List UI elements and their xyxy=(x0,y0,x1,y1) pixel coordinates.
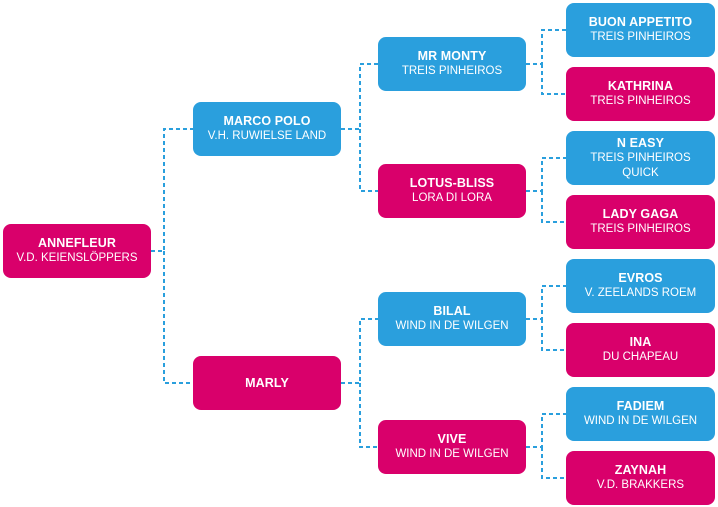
sire-dam-node: LOTUS-BLISS LORA DI LORA xyxy=(378,164,526,218)
sdd-name: LADY GAGA xyxy=(602,207,679,221)
dds-name: FADIEM xyxy=(616,399,665,413)
sire-sire-node: MR MONTY TREIS PINHEIROS xyxy=(378,37,526,91)
dds-breeder: WIND IN DE WILGEN xyxy=(583,415,698,427)
sire-node: MARCO POLO V.H. RUWIELSE LAND xyxy=(193,102,341,156)
connector-subject-sire xyxy=(151,128,193,252)
connector-ss-children xyxy=(526,29,566,95)
sds-name: N EASY xyxy=(616,135,665,150)
ddd-name: ZAYNAH xyxy=(614,463,667,477)
connector-sd-children xyxy=(526,157,566,223)
ddd-breeder: V.D. BRAKKERS xyxy=(596,479,685,491)
sire-sire-name: MR MONTY xyxy=(417,49,487,63)
dam-dam-node: VIVE WIND IN DE WILGEN xyxy=(378,420,526,474)
sss-node: BUON APPETITO TREIS PINHEIROS xyxy=(566,3,715,57)
ssd-name: KATHRINA xyxy=(607,79,674,93)
dam-node: MARLY xyxy=(193,356,341,410)
sds-node: N EASY TREIS PINHEIROS QUICK xyxy=(566,131,715,185)
dss-breeder: V. ZEELANDS ROEM xyxy=(584,287,697,299)
sdd-breeder: TREIS PINHEIROS xyxy=(590,223,691,235)
subject-breeder: V.D. KEIENSLÖPPERS xyxy=(16,252,138,264)
dss-name: EVROS xyxy=(618,271,663,285)
connector-dam-dd xyxy=(359,383,378,448)
dam-sire-name: BILAL xyxy=(433,304,471,318)
dsd-node: INA DU CHAPEAU xyxy=(566,323,715,377)
connector-subject-dam xyxy=(163,251,193,384)
connector-sire-sd xyxy=(359,129,378,192)
subject-node: ANNEFLEUR V.D. KEIENSLÖPPERS xyxy=(3,224,151,278)
connector-sire-ss xyxy=(341,63,378,130)
dam-name: MARLY xyxy=(245,375,289,390)
connector-dam-ds xyxy=(341,318,378,384)
ssd-node: KATHRINA TREIS PINHEIROS xyxy=(566,67,715,121)
connector-dd-children xyxy=(526,413,566,479)
connector-ds-children xyxy=(526,285,566,351)
sire-name: MARCO POLO xyxy=(223,114,311,128)
sdd-node: LADY GAGA TREIS PINHEIROS xyxy=(566,195,715,249)
dam-sire-breeder: WIND IN DE WILGEN xyxy=(395,320,509,332)
sire-breeder: V.H. RUWIELSE LAND xyxy=(207,130,327,142)
ssd-breeder: TREIS PINHEIROS xyxy=(590,95,691,107)
dss-node: EVROS V. ZEELANDS ROEM xyxy=(566,259,715,313)
sds-breeder-line2: QUICK xyxy=(622,166,659,179)
ddd-node: ZAYNAH V.D. BRAKKERS xyxy=(566,451,715,505)
subject-name: ANNEFLEUR xyxy=(38,236,116,250)
sire-sire-breeder: TREIS PINHEIROS xyxy=(401,65,503,77)
dsd-name: INA xyxy=(629,335,652,349)
dsd-breeder: DU CHAPEAU xyxy=(602,351,679,363)
sss-breeder: TREIS PINHEIROS xyxy=(590,31,691,43)
sire-dam-breeder: LORA DI LORA xyxy=(412,192,492,204)
dds-node: FADIEM WIND IN DE WILGEN xyxy=(566,387,715,441)
dam-dam-breeder: WIND IN DE WILGEN xyxy=(395,448,509,460)
dam-dam-name: VIVE xyxy=(437,432,467,446)
sss-name: BUON APPETITO xyxy=(588,15,693,29)
sire-dam-name: LOTUS-BLISS xyxy=(409,176,495,190)
sds-breeder: TREIS PINHEIROS xyxy=(590,151,691,164)
dam-sire-node: BILAL WIND IN DE WILGEN xyxy=(378,292,526,346)
